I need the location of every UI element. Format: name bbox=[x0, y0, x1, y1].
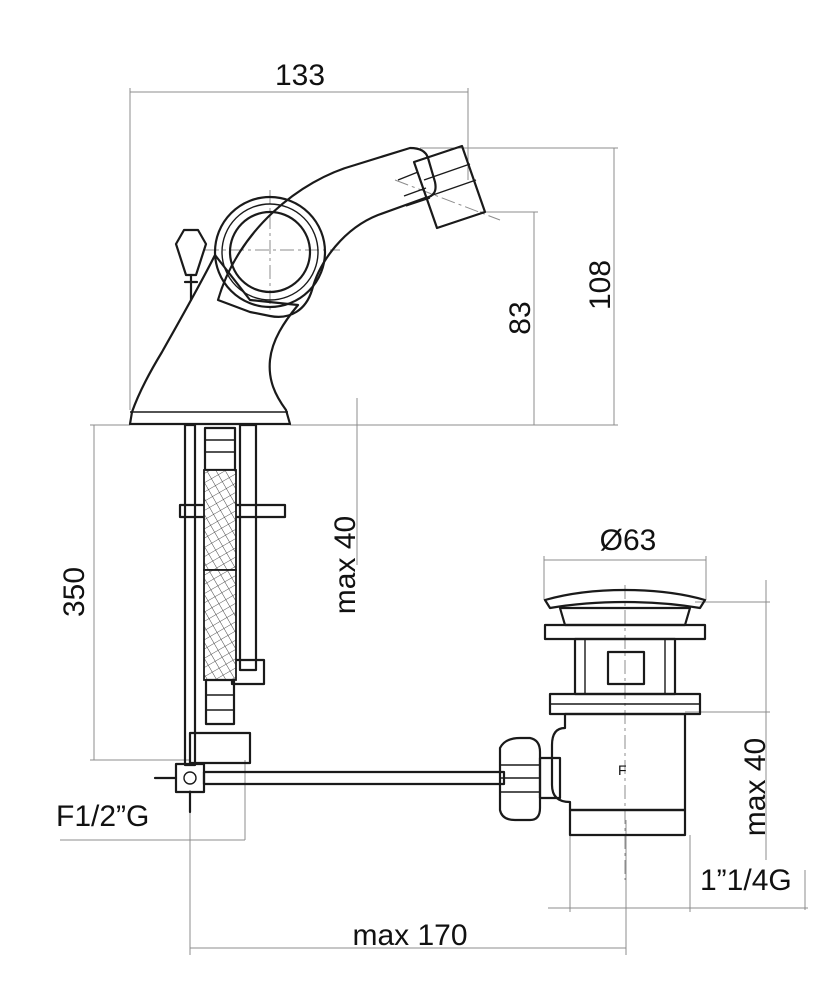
pull-rod bbox=[202, 770, 506, 786]
label-waste-diameter: Ø63 bbox=[600, 524, 657, 557]
bidet-mixer-body bbox=[128, 144, 487, 426]
spray-nozzle bbox=[397, 144, 487, 230]
dimension-lines bbox=[60, 88, 808, 955]
center-lines bbox=[205, 179, 626, 880]
waste-mark: F bbox=[618, 762, 627, 778]
label-overall-height: 108 bbox=[584, 260, 617, 310]
label-spout-height: 83 bbox=[504, 301, 537, 334]
label-max-thickness-waste: max 40 bbox=[739, 738, 772, 836]
label-max-rod-length: max 170 bbox=[352, 919, 467, 952]
control-knob bbox=[213, 195, 327, 309]
label-overall-width: 133 bbox=[275, 59, 325, 92]
waste-assembly: F bbox=[498, 588, 707, 837]
dimension-labels: 133 108 83 350 max 40 Ø63 max 40 F1/2”G … bbox=[56, 59, 792, 952]
label-max-thickness-mixer: max 40 bbox=[329, 516, 362, 614]
popup-lever bbox=[174, 228, 208, 302]
supply-hoses-and-rods bbox=[153, 423, 287, 814]
label-supply-length: 350 bbox=[58, 567, 91, 617]
label-waste-thread: 1”1/4G bbox=[700, 864, 792, 897]
label-supply-thread: F1/2”G bbox=[56, 800, 149, 833]
